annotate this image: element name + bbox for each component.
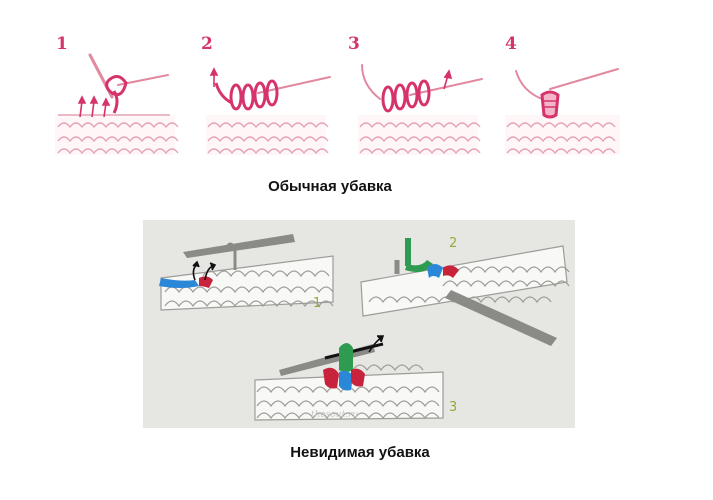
arrow-icon <box>443 69 453 90</box>
yarn-loop-icon <box>159 276 213 288</box>
step-number-4: 4 <box>505 34 517 54</box>
watermark-text: thesout.ru <box>311 410 359 420</box>
step-number-2: 2 <box>201 34 213 54</box>
invisible-decrease-illustration <box>159 234 570 421</box>
panel-step-number-3: 3 <box>449 400 458 415</box>
crochet-fabric <box>358 115 481 155</box>
crochet-hook-icon <box>88 53 169 99</box>
regular-decrease-step-2-illustration <box>206 67 331 155</box>
crochet-fabric <box>505 115 620 155</box>
panel-step-number-2: 2 <box>449 236 458 251</box>
invisible-decrease-panel: 1 2 3 thesout.ru <box>143 220 575 428</box>
arrow-icon <box>209 67 219 87</box>
crochet-hook-icon <box>183 234 295 270</box>
yarn-loop-icon <box>381 79 431 113</box>
yarn-loop-icon <box>405 238 459 278</box>
panel-step-number-1: 1 <box>313 296 322 311</box>
step-number-3: 3 <box>348 34 360 54</box>
yarn-loop-icon <box>323 343 365 391</box>
crochet-hook-icon <box>361 64 483 100</box>
crochet-hook-icon <box>257 76 331 94</box>
crochet-fabric <box>206 115 329 155</box>
yarn-loop-icon <box>540 90 560 119</box>
yarn-loop-icon <box>214 79 279 111</box>
crochet-hook-icon <box>394 260 557 346</box>
invisible-decrease-caption: Невидимая убавка <box>290 444 430 461</box>
yarn-loop-icon <box>105 75 128 114</box>
regular-decrease-caption: Обычная убавка <box>268 178 392 195</box>
step-number-1: 1 <box>56 34 68 54</box>
regular-decrease-step-3-illustration <box>358 64 483 155</box>
arrow-icon <box>77 95 111 118</box>
crochet-fabric <box>55 114 179 155</box>
crochet-fabric <box>254 364 444 421</box>
crochet-fabric <box>160 255 334 311</box>
regular-decrease-step-1-illustration <box>55 53 179 155</box>
arrow-icon <box>368 335 385 353</box>
arrow-icon <box>192 260 217 281</box>
regular-decrease-step-4-illustration <box>505 68 620 155</box>
crochet-hook-icon <box>515 68 619 100</box>
